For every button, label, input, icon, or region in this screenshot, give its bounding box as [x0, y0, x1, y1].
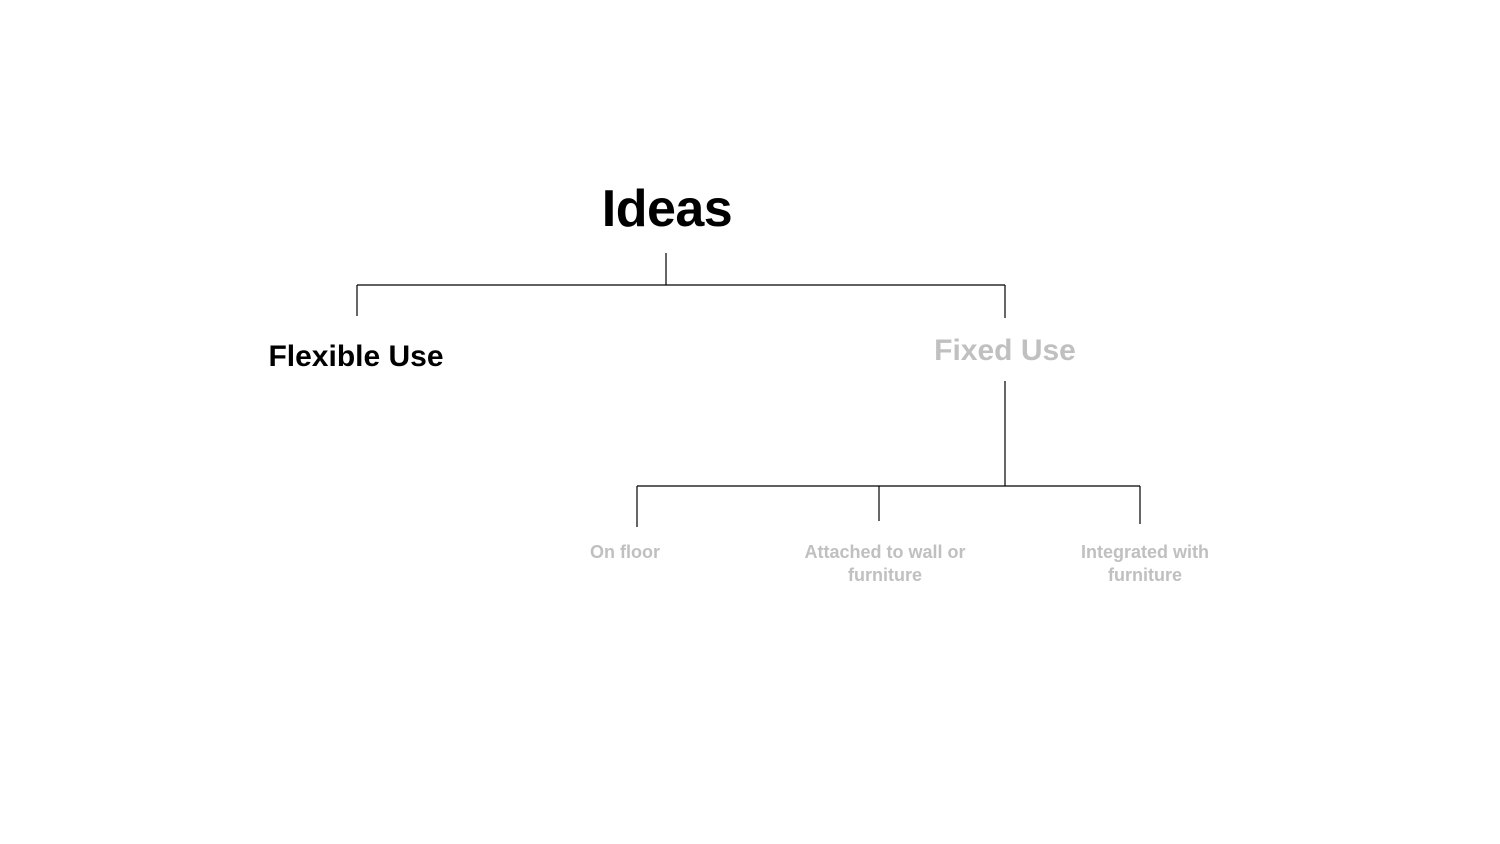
branch-node-flexible-use: Flexible Use: [268, 340, 444, 373]
leaf-node-integrated-with-furniture: Integrated with furniture: [1080, 542, 1209, 585]
root-node-ideas: Ideas: [601, 180, 733, 238]
branch-node-fixed-use: Fixed Use: [934, 334, 1076, 367]
leaf-node-attached-to-wall: Attached to wall or furniture: [804, 542, 966, 585]
leaf-node-on-floor: On floor: [590, 542, 660, 562]
